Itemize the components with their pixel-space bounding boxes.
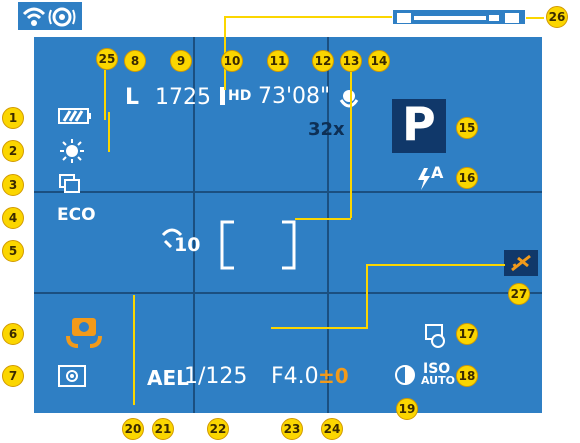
i-contrast-icon <box>393 363 417 391</box>
shots-remaining: 1725 <box>155 85 211 110</box>
image-size-label: L <box>125 85 140 110</box>
callout-1: 1 <box>2 107 24 129</box>
af-frame <box>220 220 296 270</box>
eco-label: ECO <box>57 205 96 225</box>
grid-line <box>34 191 542 193</box>
callout-16: 16 <box>456 167 478 189</box>
leader-line <box>367 264 505 266</box>
callout-20: 20 <box>122 418 144 440</box>
callout-3: 3 <box>2 174 24 196</box>
callout-5: 5 <box>2 240 24 262</box>
leader-line <box>366 264 368 328</box>
shooting-mode-badge <box>392 99 446 153</box>
callout-26: 26 <box>546 6 568 28</box>
daylight-icon <box>58 137 86 169</box>
callout-25: 25 <box>96 48 118 70</box>
callout-12: 12 <box>312 50 334 72</box>
callout-17: 17 <box>456 323 478 345</box>
self-timer-value: 10 <box>174 234 201 256</box>
battery-icon <box>58 107 92 129</box>
exposure-compensation: ±0 <box>318 364 349 388</box>
leader-line <box>224 16 392 18</box>
aperture-value: F4.0 <box>271 364 319 389</box>
callout-11: 11 <box>267 50 289 72</box>
leader-line <box>108 112 110 152</box>
leader-line <box>350 60 352 218</box>
callout-2: 2 <box>2 140 24 162</box>
airplane-icon <box>504 250 538 276</box>
callout-23: 23 <box>281 418 303 440</box>
callout-27: 27 <box>508 283 530 305</box>
self-timer-icon <box>159 227 185 261</box>
callout-8: 8 <box>124 50 146 72</box>
callout-19: 19 <box>396 398 418 420</box>
macro-icon <box>338 88 360 114</box>
movie-quality-icon <box>219 85 245 111</box>
grid-line <box>34 292 542 294</box>
callout-24: 24 <box>321 418 343 440</box>
callout-14: 14 <box>368 50 390 72</box>
movie-quality-label: HD <box>228 88 252 104</box>
shutter-speed: 1/125 <box>184 364 248 389</box>
leader-line <box>104 70 106 120</box>
iso-bottom-label: AUTO <box>421 374 455 387</box>
callout-15: 15 <box>456 117 478 139</box>
ael-label: AEL <box>147 366 189 390</box>
date-stamp-icon <box>424 323 448 353</box>
callout-7: 7 <box>2 365 24 387</box>
callout-22: 22 <box>207 418 229 440</box>
callout-18: 18 <box>456 365 478 387</box>
iso-top-label: ISO <box>423 361 451 377</box>
leader-line <box>271 327 368 329</box>
metering-icon <box>58 365 86 391</box>
flash-auto-label: A <box>431 163 444 182</box>
zoom-factor: 32x <box>308 119 345 140</box>
leader-line <box>133 295 135 405</box>
shooting-mode-label: P <box>402 97 436 151</box>
wifi-icon <box>18 2 82 30</box>
continuous-shooting-icon <box>58 173 82 199</box>
recording-time: 73'08" <box>258 84 331 109</box>
callout-9: 9 <box>170 50 192 72</box>
lcd-screen <box>34 37 542 413</box>
flash-icon <box>416 167 432 195</box>
callout-6: 6 <box>2 323 24 345</box>
callout-21: 21 <box>152 418 174 440</box>
grid-line <box>327 37 329 413</box>
callout-10: 10 <box>221 50 243 72</box>
zoom-bar-icon <box>393 10 525 24</box>
callout-4: 4 <box>2 207 24 229</box>
grid-line <box>193 37 195 413</box>
leader-line <box>295 218 351 220</box>
leader-line <box>526 17 544 19</box>
camera-shake-icon <box>64 312 104 354</box>
callout-13: 13 <box>340 50 362 72</box>
